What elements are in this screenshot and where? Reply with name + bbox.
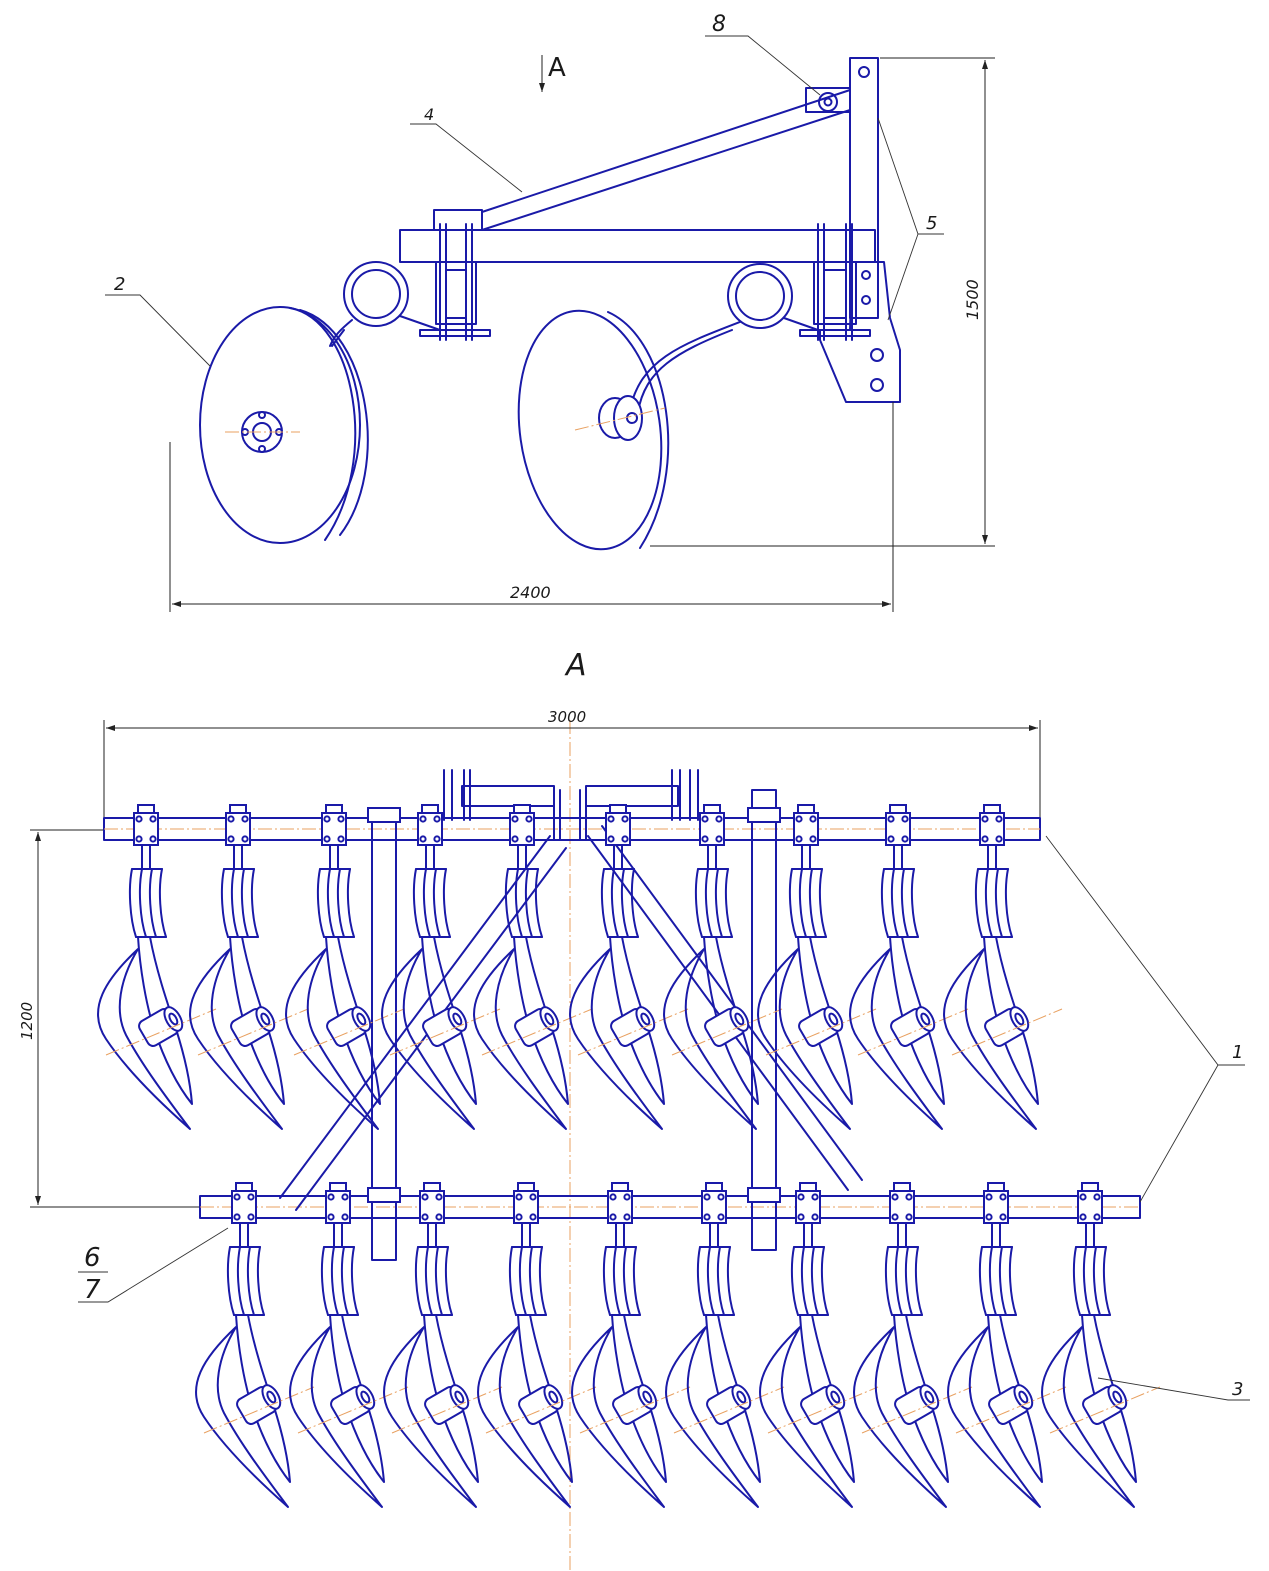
pin-icon	[818, 92, 838, 112]
side-view: A 2400 1500 8 4 2 5	[105, 12, 995, 612]
disk-left	[199, 306, 369, 544]
hitch-bracket	[819, 261, 901, 403]
clamp-right	[799, 223, 871, 341]
view-arrow-label: A	[548, 53, 566, 83]
spring-coil-right	[727, 263, 793, 329]
dim-width-side: 2400	[510, 583, 551, 602]
tine-row-rear	[195, 1183, 1160, 1507]
frame-rail-right	[751, 789, 777, 1251]
dim-width-top: 3000	[548, 708, 586, 726]
spring-coil-left	[343, 261, 409, 327]
dim-depth-top: 1200	[18, 1002, 36, 1040]
top-view-title: A	[564, 648, 587, 683]
callout-3: 3	[1232, 1379, 1243, 1400]
callout-5: 5	[926, 213, 937, 234]
tine-row-front	[97, 805, 1062, 1129]
callout-1: 1	[1232, 1042, 1243, 1063]
frame-beam	[399, 229, 876, 263]
hitch-plate-left	[461, 785, 555, 807]
callout-2: 2	[114, 274, 125, 295]
tie-rod	[481, 89, 851, 231]
callout-4: 4	[424, 105, 434, 124]
disk-right	[517, 309, 670, 551]
callout-7: 7	[84, 1275, 101, 1305]
hitch-plate-right	[585, 785, 679, 807]
dim-height-side: 1500	[963, 279, 982, 320]
callout-6: 6	[84, 1243, 101, 1273]
vertical-post	[849, 57, 879, 319]
clamp-left	[419, 223, 491, 341]
callout-8: 8	[712, 12, 726, 37]
top-view: A 3000 1200	[18, 648, 1250, 1571]
